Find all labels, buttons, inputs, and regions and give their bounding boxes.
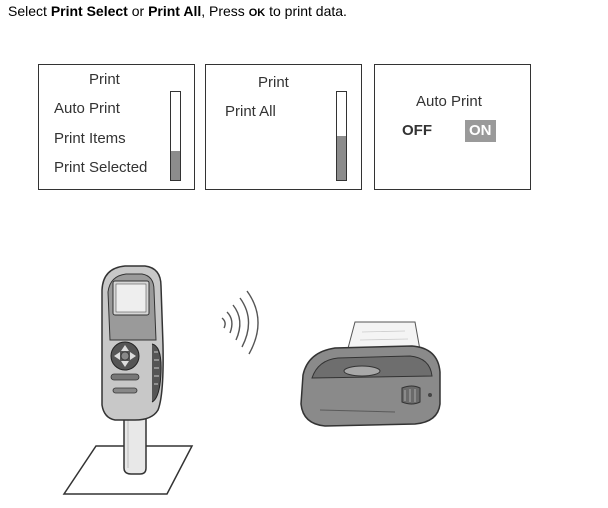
menu-scrollbar[interactable] (336, 91, 347, 181)
thermal-printer-icon (300, 321, 441, 427)
auto-print-toggle-screen: Auto Print OFF ON (374, 64, 531, 190)
base-plate-icon (62, 410, 194, 495)
instruction-suffix: to print data. (265, 3, 347, 19)
menu-item-print-selected[interactable]: Print Selected (54, 159, 148, 176)
screen-title: Auto Print (416, 93, 482, 110)
screen-title: Print (89, 71, 120, 88)
scrollbar-thumb[interactable] (337, 136, 346, 180)
ok-key-label: OK (248, 7, 266, 19)
screen-title: Print (258, 74, 289, 91)
menu-item-print-all[interactable]: Print All (225, 103, 276, 120)
instruction-prefix: Select (8, 3, 51, 19)
print-menu-screen: Print Auto Print Print Items Print Selec… (38, 64, 195, 190)
instruction-print-select: Print Select (50, 3, 128, 19)
menu-scrollbar[interactable] (170, 91, 181, 181)
scrollbar-thumb[interactable] (171, 150, 180, 180)
wireless-signal-icon (221, 290, 259, 355)
instruction-press: , Press (201, 3, 249, 19)
handheld-meter-icon (101, 265, 164, 421)
menu-item-print-items[interactable]: Print Items (54, 130, 126, 147)
toggle-on-label[interactable]: ON (465, 120, 496, 142)
menu-item-auto-print[interactable]: Auto Print (54, 100, 120, 117)
instruction-print-all: Print All (148, 3, 202, 19)
toggle-off-label[interactable]: OFF (402, 122, 432, 139)
print-all-screen: Print Print All (205, 64, 362, 190)
instruction-or: or (127, 3, 149, 19)
instruction-text: Select Print Select or Print All, Press … (8, 3, 347, 19)
